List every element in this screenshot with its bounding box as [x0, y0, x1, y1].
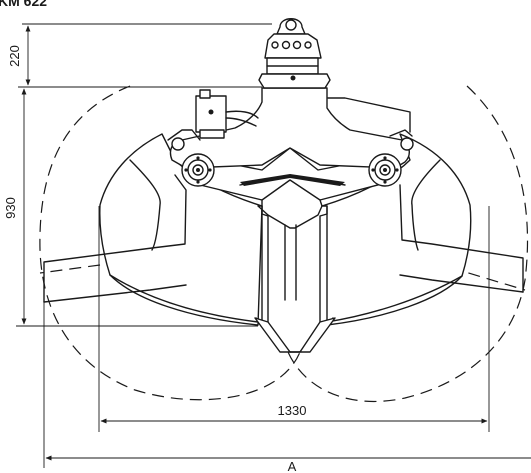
open-shell-outline	[39, 85, 529, 402]
dim-a-label: A	[288, 459, 297, 473]
right-open-shell	[399, 184, 524, 293]
dim-220-label: 220	[7, 45, 22, 67]
rotator	[258, 18, 331, 89]
dim-930-label: 930	[3, 197, 18, 219]
center-body	[254, 205, 336, 353]
right-pivot	[368, 153, 402, 187]
left-open-shell	[43, 174, 187, 303]
right-shell	[321, 133, 472, 326]
dimension-lines	[16, 23, 531, 468]
model-title: KM 622	[0, 0, 47, 9]
hydraulic-motor	[195, 89, 259, 139]
left-pivot	[181, 153, 215, 187]
dim-1330-label: 1330	[278, 403, 307, 418]
left-shell	[99, 133, 263, 326]
top-frame	[167, 87, 414, 169]
